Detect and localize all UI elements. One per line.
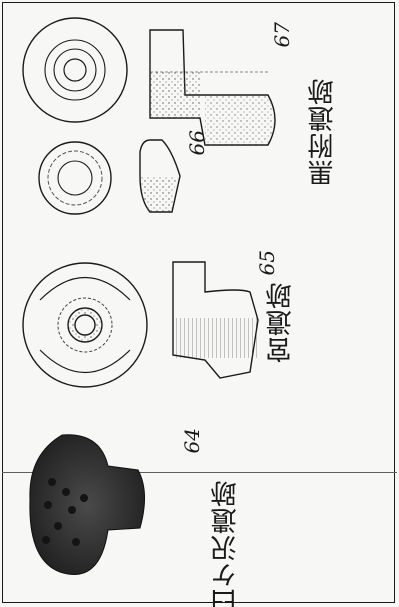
item-number-65: 65 [255, 250, 279, 276]
item-number-66: 66 [185, 130, 209, 156]
artifact-64-photo [29, 434, 145, 575]
item-number-67: 67 [270, 22, 294, 48]
site-label-kurotsuki: 黒附遺跡 [308, 78, 338, 186]
artifact-65-side-view [172, 261, 259, 379]
artifact-66-top-view [38, 141, 112, 215]
artifact-67-top-view [22, 17, 128, 123]
section-divider [2, 472, 397, 473]
figure-frame [2, 2, 395, 603]
artifact-65-top-view [22, 262, 148, 388]
site-label-usugasawa: 臼ケ沢遺跡 [211, 480, 241, 607]
item-number-64: 64 [180, 428, 204, 454]
site-label-miya: 宮遺跡 [266, 282, 296, 363]
artifact-67-side-view [149, 29, 276, 146]
artifact-66-side-view [139, 139, 181, 213]
